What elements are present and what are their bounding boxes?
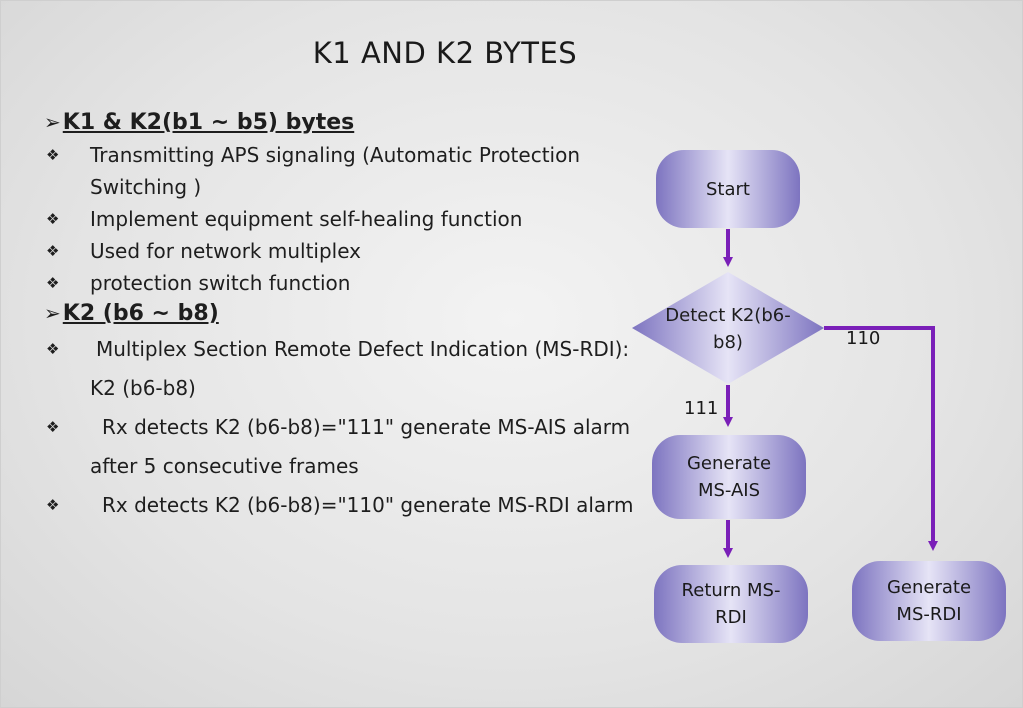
decision-diamond xyxy=(632,272,824,384)
return-ms-rdi-node: Return MS-RDI xyxy=(654,565,808,643)
bullet-item: ❖ Multiplex Section Remote Defect Indica… xyxy=(44,330,634,408)
bullet-item: ❖ Implement equipment self-healing funct… xyxy=(44,203,634,235)
bullet-item: ❖ protection switch function xyxy=(44,267,634,299)
arrow-bullet-icon: ➢ xyxy=(44,301,61,325)
bullet-list: ➢ K1 & K2(b1 ~ b5) bytes ❖ Transmitting … xyxy=(44,110,634,525)
generate-ms-rdi-node: Generate MS-RDI xyxy=(852,561,1006,641)
diamond-bullet-icon: ❖ xyxy=(46,274,60,292)
edge-label-111: 111 xyxy=(684,398,719,419)
bullet-item: ❖ Rx detects K2 (b6-b8)="110" generate M… xyxy=(44,486,634,525)
diamond-bullet-icon: ❖ xyxy=(46,496,60,514)
section-heading-k2: ➢ K2 (b6 ~ b8) xyxy=(44,301,219,326)
connector-arrow xyxy=(824,326,938,551)
decision-label: Detect K2(b6-b8) xyxy=(665,305,791,353)
bullet-item: ❖ Transmitting APS signaling (Automatic … xyxy=(44,139,634,203)
bullet-item: ❖ Used for network multiplex xyxy=(44,235,634,267)
bullet-item: ❖ Rx detects K2 (b6-b8)="111" generate M… xyxy=(44,408,634,486)
diamond-bullet-icon: ❖ xyxy=(46,210,60,228)
generate-ms-ais-node: Generate MS-AIS xyxy=(652,435,806,519)
diamond-bullet-icon: ❖ xyxy=(46,340,60,358)
slide-title: K1 AND K2 BYTES xyxy=(312,36,578,70)
arrow-bullet-icon: ➢ xyxy=(44,110,61,134)
edge-label-110: 110 xyxy=(846,328,881,349)
diamond-bullet-icon: ❖ xyxy=(46,418,60,436)
start-node: Start xyxy=(656,150,800,228)
diamond-bullet-icon: ❖ xyxy=(46,242,60,260)
diamond-bullet-icon: ❖ xyxy=(46,146,60,164)
section-heading-k1k2: ➢ K1 & K2(b1 ~ b5) bytes xyxy=(44,110,355,135)
